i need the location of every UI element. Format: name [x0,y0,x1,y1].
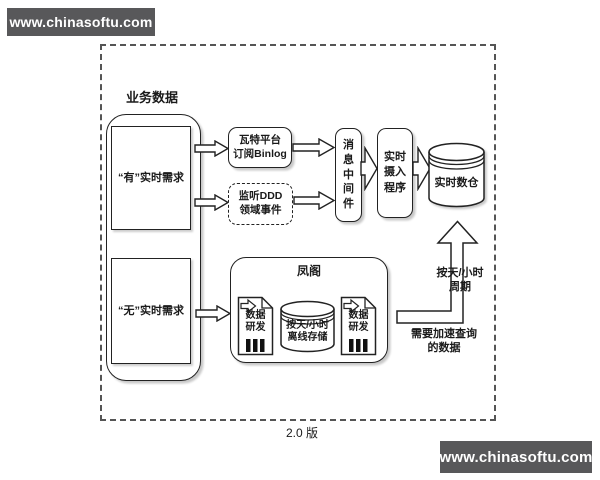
offline-storage-cylinder-icon [280,300,335,353]
ddd-events-box: 监听DDD 领域事件 [228,183,293,225]
arrow-no-realtime-to-fengge-icon [195,305,232,322]
arrow-ddd-to-middleware-icon [293,191,336,210]
offline-storage-label: 按天/小时 离线存储 [286,320,329,343]
watermark-bottom: www.chinasoftu.com [439,441,592,473]
arrow-middleware-to-ingest-icon [360,146,378,191]
has-realtime-need-box: “有”实时需求 [111,126,191,230]
version-label: 2.0 版 [285,426,319,440]
no-realtime-need-box: “无”实时需求 [111,258,191,364]
cycle-label: 按天/小时 周期 [436,267,484,294]
realtime-ingest-box: 实时 摄入 程序 [377,128,413,218]
watt-binlog-box: 瓦特平台 订阅Binlog [228,127,292,168]
accelerated-data-label: 需要加速查询 的数据 [411,328,477,355]
fengge-title: 凤阁 [296,264,321,278]
elbow-up-arrow-icon [396,220,479,324]
data-dev-left-label: 数据 研发 [245,310,266,333]
arrow-has-realtime-to-binlog-icon [194,140,230,157]
arrow-ingest-to-warehouse-icon [412,146,431,191]
data-dev-left-doc-icon [237,296,274,356]
watermark-top: www.chinasoftu.com [7,8,155,36]
realtime-warehouse-label: 实时数仓 [434,177,479,189]
arrow-has-realtime-to-ddd-icon [194,194,230,211]
data-dev-right-label: 数据 研发 [348,310,369,333]
realtime-warehouse-cylinder-icon [428,142,485,208]
data-dev-right-doc-icon [340,296,377,356]
message-middleware-box: 消 息 中 间 件 [335,128,362,222]
arrow-binlog-to-middleware-icon [292,138,336,157]
business-data-label: 业务数据 [126,90,179,105]
